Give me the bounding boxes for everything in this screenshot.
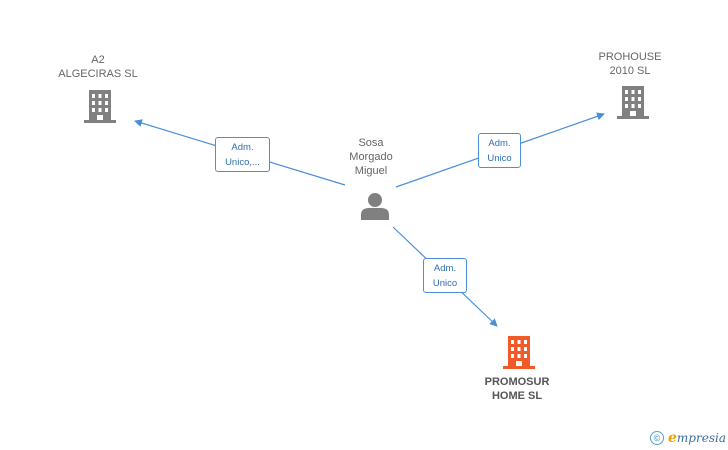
role-badge-prohouse[interactable]: Adm. Unico — [478, 133, 521, 168]
brand-logo-text: mpresia — [676, 431, 726, 445]
company-name-a2-algeciras[interactable]: A2 ALGECIRAS SL — [58, 54, 138, 80]
building-icon[interactable] — [617, 84, 649, 120]
brand-footer[interactable]: © empresia — [650, 428, 726, 448]
building-icon[interactable] — [84, 88, 116, 124]
brand-logo[interactable]: empresia — [668, 430, 726, 446]
company-name-promosur[interactable]: PROMOSUR HOME SL — [484, 376, 550, 402]
person-icon[interactable] — [360, 191, 390, 221]
brand-logo-e: e — [668, 430, 677, 446]
person-name[interactable]: Sosa Morgado Miguel — [349, 137, 393, 177]
copyright-icon: © — [650, 431, 664, 445]
role-badge-a2-algeciras[interactable]: Adm. Unico,... — [215, 137, 270, 172]
role-badge-promosur[interactable]: Adm. Unico — [423, 258, 467, 293]
company-name-prohouse[interactable]: PROHOUSE 2010 SL — [598, 51, 662, 77]
building-icon-highlighted[interactable] — [503, 334, 535, 370]
